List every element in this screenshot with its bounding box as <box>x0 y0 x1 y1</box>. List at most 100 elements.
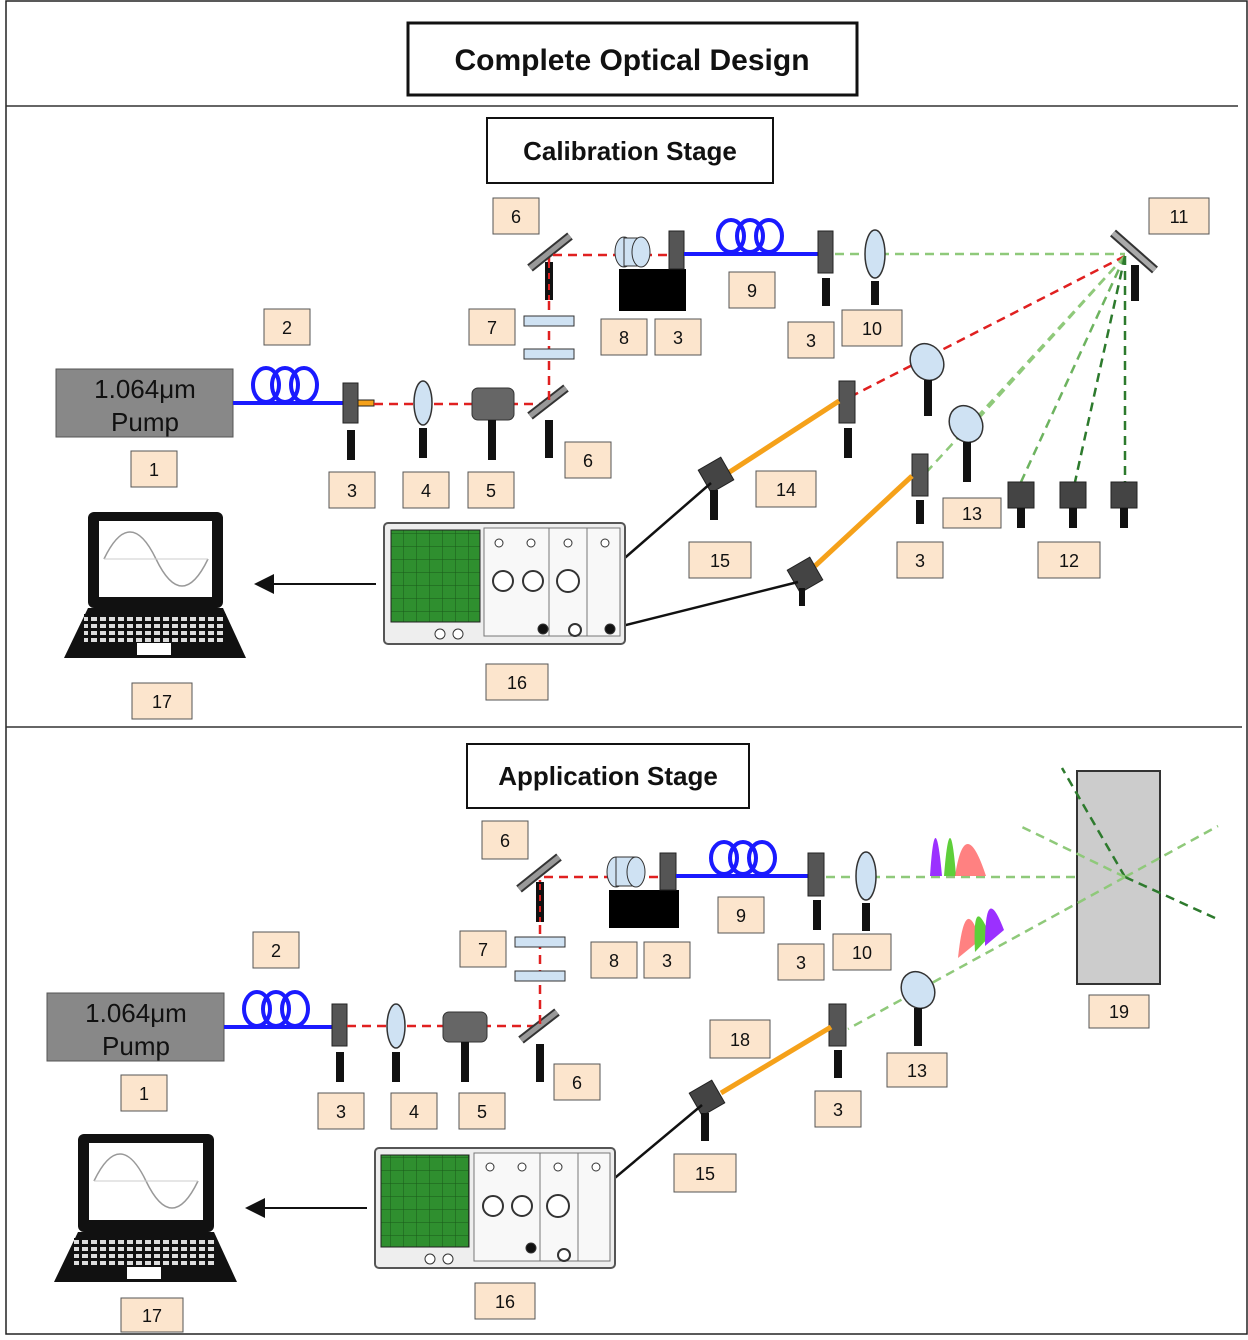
laptop <box>64 512 246 658</box>
label-6: 6 <box>564 441 612 479</box>
svg-text:9: 9 <box>747 281 757 301</box>
label-2: 2 <box>252 931 300 969</box>
coupling-lens <box>948 404 984 482</box>
label-18: 18 <box>709 1019 771 1059</box>
svg-text:3: 3 <box>336 1102 346 1122</box>
svg-text:12: 12 <box>1059 551 1079 571</box>
label-1: 1 <box>130 450 178 488</box>
svg-text:3: 3 <box>796 953 806 973</box>
label-8: 8 <box>590 941 638 979</box>
optical-isolator <box>442 1011 488 1082</box>
svg-text:7: 7 <box>487 318 497 338</box>
pulse-icon <box>930 838 986 876</box>
calibration-title-text: Calibration Stage <box>523 136 737 166</box>
svg-text:1: 1 <box>139 1084 149 1104</box>
mirror <box>527 384 569 458</box>
label-14: 14 <box>755 470 817 508</box>
mirror <box>527 232 573 300</box>
svg-text:16: 16 <box>495 1292 515 1312</box>
svg-text:3: 3 <box>673 328 683 348</box>
fiber-collimator <box>807 852 825 930</box>
svg-text:7: 7 <box>478 940 488 960</box>
oscilloscope <box>383 522 626 645</box>
svg-text:13: 13 <box>907 1061 927 1081</box>
label-6: 6 <box>553 1063 601 1101</box>
svg-text:2: 2 <box>271 941 281 961</box>
label-5: 5 <box>458 1092 506 1130</box>
sample-block <box>1076 770 1161 985</box>
lens <box>413 380 433 458</box>
fiber-collimator <box>331 1003 348 1082</box>
diffraction-grating <box>1110 229 1158 301</box>
sample-beams <box>847 767 1219 1031</box>
label-19: 19 <box>1088 994 1150 1029</box>
label-17: 17 <box>120 1297 184 1333</box>
label-7: 7 <box>468 308 516 346</box>
svg-text:15: 15 <box>695 1164 715 1184</box>
svg-text:5: 5 <box>477 1102 487 1122</box>
label-4: 4 <box>390 1092 438 1130</box>
label-15: 15 <box>688 541 752 579</box>
calibration-title: Calibration Stage <box>486 117 774 184</box>
svg-text:8: 8 <box>609 951 619 971</box>
label-3: 3 <box>777 943 825 981</box>
label-3: 3 <box>787 321 835 359</box>
label-9: 9 <box>728 271 776 309</box>
svg-text:16: 16 <box>507 673 527 693</box>
svg-text:6: 6 <box>500 831 510 851</box>
label-6: 6 <box>492 197 540 235</box>
label-13: 13 <box>886 1052 948 1088</box>
test-fiber-coil <box>676 840 808 878</box>
translation-stage <box>614 230 686 311</box>
label-3: 3 <box>896 541 944 579</box>
svg-text:17: 17 <box>142 1306 162 1326</box>
svg-text:9: 9 <box>736 906 746 926</box>
label-3: 3 <box>654 318 702 356</box>
label-10: 10 <box>832 933 892 971</box>
svg-text:5: 5 <box>486 481 496 501</box>
label-11: 11 <box>1148 197 1210 235</box>
fiber-collimator <box>342 382 375 460</box>
main-title-text: Complete Optical Design <box>454 44 809 77</box>
svg-text:3: 3 <box>806 331 816 351</box>
svg-text:10: 10 <box>852 943 872 963</box>
svg-text:3: 3 <box>347 481 357 501</box>
calibration-stage: Calibration Stage 1.064μm Pump <box>55 117 1210 720</box>
svg-text:14: 14 <box>776 480 796 500</box>
svg-text:19: 19 <box>1109 1002 1129 1022</box>
label-3: 3 <box>814 1090 862 1128</box>
pump-laser: 1.064μm Pump <box>55 368 234 438</box>
fiber-collimator <box>838 380 856 458</box>
label-3: 3 <box>643 941 691 979</box>
label-6: 6 <box>481 820 529 860</box>
mirror <box>516 853 562 922</box>
test-fiber-coil <box>684 218 818 256</box>
fiber-coil <box>233 366 343 405</box>
lens <box>386 1003 406 1082</box>
label-9: 9 <box>717 896 765 934</box>
lens <box>864 229 886 305</box>
label-7: 7 <box>459 930 507 968</box>
svg-text:3: 3 <box>662 951 672 971</box>
svg-text:17: 17 <box>152 692 172 712</box>
svg-text:3: 3 <box>915 551 925 571</box>
svg-text:2: 2 <box>282 318 292 338</box>
label-10: 10 <box>841 309 903 347</box>
label-12: 12 <box>1037 541 1101 579</box>
main-title: Complete Optical Design <box>406 21 859 97</box>
signal-cable <box>609 580 799 631</box>
lens <box>855 851 877 931</box>
label-16: 16 <box>474 1282 536 1320</box>
label-8: 8 <box>600 318 648 356</box>
label-16: 16 <box>485 663 549 701</box>
svg-text:8: 8 <box>619 328 629 348</box>
photodetector <box>786 556 824 606</box>
pump-text: Pump <box>102 1031 170 1061</box>
filter-pair <box>523 315 575 360</box>
fiber-coil <box>224 990 332 1029</box>
label-13: 13 <box>942 497 1002 529</box>
label-17: 17 <box>131 682 193 720</box>
photodetector <box>697 456 735 520</box>
label-15: 15 <box>673 1153 737 1193</box>
